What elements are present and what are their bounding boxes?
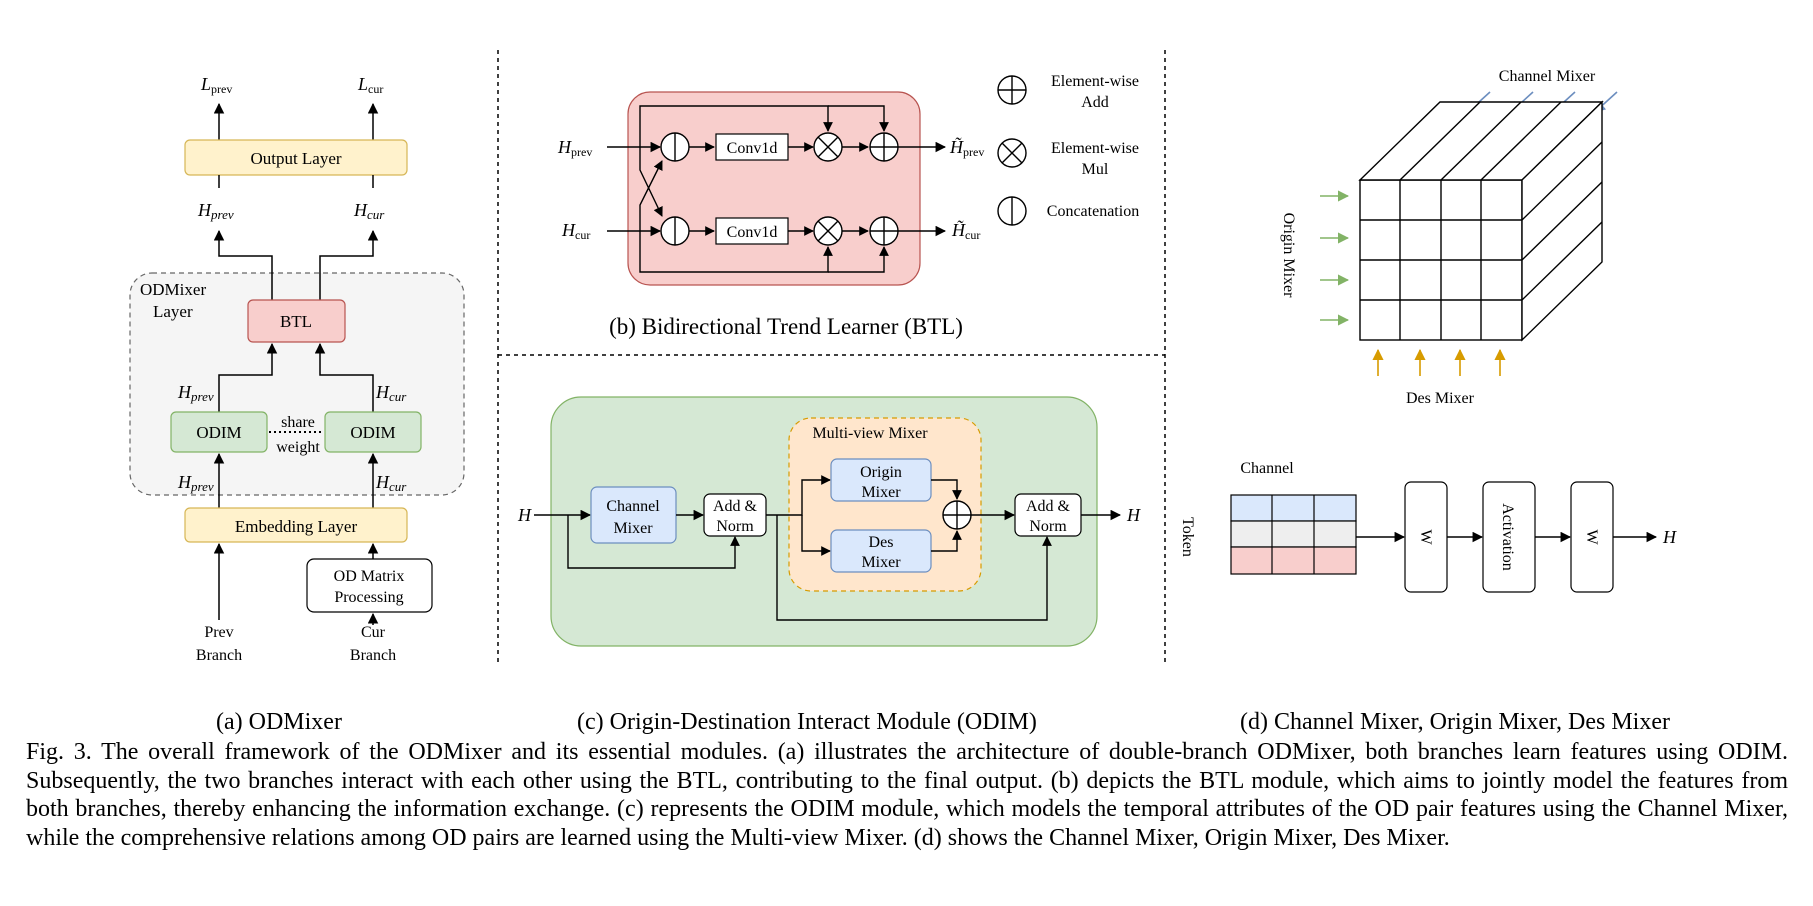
activation-label: Activation [1499, 503, 1516, 571]
btl-out-cur: H̃cur [951, 220, 980, 242]
cur-branch-label-1: Cur [361, 624, 386, 641]
channel-mixer-label-1: Channel [606, 498, 660, 515]
panel-d-mixers: Channel Mixer O [1179, 68, 1677, 593]
panel-a-odmixer: ODMixer Layer Lprev Lcur Output Layer Hp… [129, 74, 465, 664]
btl-out-prev: H̃prev [949, 137, 984, 159]
odmixer-layer-label: ODMixer [140, 280, 206, 299]
des-mixer-label-2: Mixer [861, 554, 901, 571]
btl-h-prev-input: Hprev [557, 137, 592, 159]
caption-a: (a) ODMixer [216, 709, 342, 735]
des-mixer-arrows [1372, 348, 1506, 376]
token-label: Token [1179, 517, 1196, 557]
w2-label: W [1583, 529, 1600, 545]
l-prev-label: Lprev [200, 74, 232, 96]
token-channel-grid [1230, 494, 1357, 575]
h-cur-top-label: Hcur [353, 200, 385, 222]
prev-branch-label-2: Branch [196, 647, 242, 664]
panel-c-odim: Multi-view Mixer H Channel Mixer Add & N… [517, 396, 1141, 647]
legend-mul-icon [997, 138, 1027, 168]
caption-d: (d) Channel Mixer, Origin Mixer, Des Mix… [1240, 709, 1670, 735]
framework-figure: ODMixer Layer Lprev Lcur Output Layer Hp… [129, 50, 1677, 665]
des-mixer-label-1: Des [869, 534, 894, 551]
legend-mul-label-1: Element-wise [1051, 140, 1139, 157]
btl-box [247, 299, 346, 343]
h-cur-mid-label: Hcur [375, 382, 407, 404]
odim-left-box [170, 411, 268, 453]
add-norm-2-label-1: Add & [1026, 498, 1071, 515]
legend-mul-label-2: Mul [1082, 161, 1109, 178]
odim-left-label: ODIM [196, 423, 241, 442]
caption-c: (c) Origin-Destination Interact Module (… [577, 709, 1037, 735]
mixer-output-h: H [1662, 527, 1677, 547]
embedding-layer-box [184, 507, 408, 543]
btl-concat-top [660, 132, 690, 162]
odim-right-label: ODIM [350, 423, 395, 442]
odim-right-box [324, 411, 422, 453]
conv1d-bottom-label: Conv1d [727, 224, 778, 241]
h-prev-top-label: Hprev [197, 200, 234, 222]
legend-add-label-1: Element-wise [1051, 73, 1139, 90]
add-norm-1-label-1: Add & [713, 498, 758, 515]
legend-concat-label: Concatenation [1047, 203, 1139, 220]
btl-module-box [627, 91, 921, 286]
h-cur-low-label: Hcur [375, 472, 407, 494]
add-norm-1-label-2: Norm [716, 518, 754, 535]
caption-b: (b) Bidirectional Trend Learner (BTL) [609, 314, 963, 339]
cur-branch-label-2: Branch [350, 647, 396, 664]
multiview-mixer-title: Multi-view Mixer [812, 425, 928, 442]
btl-h-cur-input: Hcur [561, 220, 590, 242]
figure-caption: Fig. 3. The overall framework of the ODM… [26, 739, 1788, 851]
odmixer-layer-label-2: Layer [153, 302, 193, 321]
prev-branch-label-1: Prev [204, 624, 233, 641]
panel-separators [497, 50, 1166, 665]
btl-add-top [869, 132, 899, 162]
conv1d-bottom-box [715, 217, 789, 245]
h-prev-mid-label: Hprev [177, 382, 214, 404]
weight-label: weight [276, 439, 320, 456]
origin-mixer-label-2: Mixer [861, 484, 901, 501]
btl-concat-bottom [660, 216, 690, 246]
btl-label: BTL [280, 312, 312, 331]
odim-add-circle [942, 500, 972, 530]
output-layer-label: Output Layer [250, 149, 341, 168]
channel-mixer-cube-label: Channel Mixer [1499, 68, 1596, 85]
l-cur-label: Lcur [357, 74, 383, 96]
odim-input-h: H [517, 505, 532, 525]
od-matrix-processing-box [306, 558, 433, 613]
des-mixer-cube-label: Des Mixer [1406, 390, 1475, 407]
od-matrix-label-1: OD Matrix [334, 568, 405, 585]
legend-add-icon [997, 75, 1027, 105]
btl-add-bottom [869, 216, 899, 246]
origin-mixer-arrows [1320, 190, 1350, 326]
origin-mixer-label-1: Origin [860, 464, 902, 481]
btl-mul-top [813, 132, 843, 162]
embedding-layer-label: Embedding Layer [235, 517, 358, 536]
share-label: share [281, 414, 315, 431]
origin-mixer-cube-label: Origin Mixer [1280, 213, 1297, 299]
w1-label: W [1417, 529, 1434, 545]
h-prev-low-label: Hprev [177, 472, 214, 494]
panel-b-btl: Hprev Hcur Conv1d Conv1d [557, 73, 1139, 339]
od-matrix-label-2: Processing [334, 589, 403, 606]
conv1d-top-label: Conv1d [727, 140, 778, 157]
add-norm-2-label-2: Norm [1029, 518, 1067, 535]
legend-concat-icon [997, 196, 1027, 226]
legend-add-label-2: Add [1081, 94, 1109, 111]
mixer-cube [1358, 100, 1604, 342]
channel-label: Channel [1240, 460, 1294, 477]
output-layer-box [184, 139, 408, 176]
odim-output-h: H [1126, 505, 1141, 525]
btl-mul-bottom [813, 216, 843, 246]
channel-mixer-label-2: Mixer [613, 520, 653, 537]
